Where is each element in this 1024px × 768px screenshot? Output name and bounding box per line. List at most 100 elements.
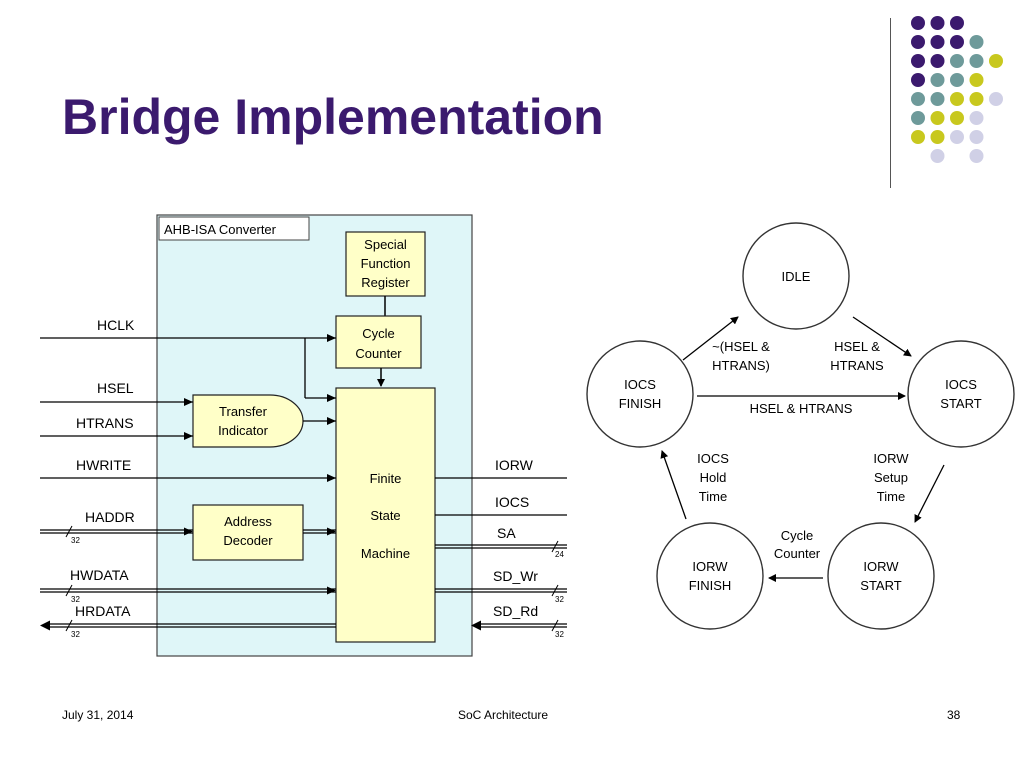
sfr-box [345, 231, 426, 297]
transfer-indicator-line-1: Transfer [219, 404, 268, 419]
fsm-line-1: Finite [370, 471, 402, 486]
footer-page-number: 38 [947, 708, 961, 722]
decor-dot [950, 35, 964, 49]
decor-dot [969, 73, 984, 87]
trans-cycle-line-2: Counter [774, 546, 821, 561]
signal-hwrite: HWRITE [76, 457, 131, 473]
signal-iocs: IOCS [495, 494, 529, 510]
signal-hrdata: HRDATA [75, 603, 131, 619]
trans-idle-start-line-1: HSEL & [834, 339, 880, 354]
width-sd-wr: 32 [555, 595, 564, 604]
title-divider [890, 18, 891, 188]
state-iorw-start-line-2: START [860, 578, 901, 593]
arrow-finish-to-idle [682, 316, 739, 361]
trans-idle-start-line-2: HTRANS [830, 358, 884, 373]
decor-dot [911, 92, 925, 106]
fsm-line-2: State [370, 508, 400, 523]
decor-dot [950, 73, 964, 87]
width-sd-rd: 32 [555, 630, 564, 639]
transfer-indicator-gate [192, 394, 304, 448]
block-diagram: AHB-ISA Converter Special Function Regis… [40, 214, 567, 657]
state-iorw-start [827, 522, 935, 630]
decor-dot [989, 92, 1003, 106]
decor-dot [969, 35, 984, 49]
signal-hwdata: HWDATA [70, 567, 129, 583]
trans-setup-line-1: IORW [873, 451, 909, 466]
cycle-counter-box [335, 315, 422, 369]
decor-dot [911, 16, 925, 30]
cycle-counter-line-2: Counter [355, 346, 402, 361]
fsm-line-3: Machine [361, 546, 410, 561]
state-iocs-start-line-2: START [940, 396, 981, 411]
decor-dot [930, 54, 945, 68]
decor-dot [930, 35, 945, 49]
fsm-box [335, 387, 436, 643]
signal-hsel: HSEL [97, 380, 134, 396]
trans-hold-line-2: Hold [700, 470, 727, 485]
state-iocs-finish-line-1: IOCS [624, 377, 656, 392]
decor-dot [930, 130, 945, 144]
decor-dot [950, 16, 964, 30]
state-idle [742, 222, 850, 330]
slide-title: Bridge Implementation [62, 89, 604, 145]
transfer-indicator-line-2: Indicator [218, 423, 269, 438]
trans-setup-line-2: Setup [874, 470, 908, 485]
decor-dot [969, 92, 984, 106]
signal-haddr: HADDR [85, 509, 135, 525]
converter-label: AHB-ISA Converter [164, 222, 277, 237]
signal-iorw: IORW [495, 457, 534, 473]
decor-dot [930, 73, 945, 87]
decor-dot [911, 130, 925, 144]
signal-htrans: HTRANS [76, 415, 134, 431]
decor-dot [911, 35, 925, 49]
width-haddr: 32 [71, 536, 80, 545]
decor-dot [969, 111, 984, 125]
sfr-line-3: Register [361, 275, 410, 290]
decor-dot [930, 111, 945, 125]
state-iorw-finish-line-2: FINISH [689, 578, 732, 593]
state-iocs-finish-line-2: FINISH [619, 396, 662, 411]
state-iocs-start [907, 340, 1015, 448]
width-hrdata: 32 [71, 630, 80, 639]
decor-dot [950, 130, 964, 144]
trans-finish-idle-line-2: HTRANS) [712, 358, 770, 373]
footer-date: July 31, 2014 [62, 708, 134, 722]
decor-dot [911, 54, 925, 68]
signal-hclk: HCLK [97, 317, 135, 333]
state-iorw-finish-line-1: IORW [692, 559, 728, 574]
state-iorw-finish [656, 522, 764, 630]
state-idle-label: IDLE [782, 269, 811, 284]
arrow-finish-to-iocs [660, 450, 687, 520]
decor-dot [911, 111, 925, 125]
trans-finish-start: HSEL & HTRANS [750, 401, 853, 416]
state-iocs-start-line-1: IOCS [945, 377, 977, 392]
footer-title: SoC Architecture [458, 708, 549, 722]
decor-dot [969, 54, 984, 68]
trans-setup-line-3: Time [877, 489, 905, 504]
state-iocs-finish [586, 340, 694, 448]
converter-label-box [158, 216, 310, 241]
decor-dot-grid [911, 16, 1003, 163]
decor-dot [969, 149, 984, 163]
cycle-counter-line-1: Cycle [362, 326, 395, 341]
state-iorw-start-line-1: IORW [863, 559, 899, 574]
trans-hold-line-1: IOCS [697, 451, 729, 466]
decor-dot [911, 73, 925, 87]
width-sa: 24 [555, 550, 564, 559]
signal-sd-wr: SD_Wr [493, 568, 538, 584]
trans-cycle-line-1: Cycle [781, 528, 814, 543]
width-hwdata: 32 [71, 595, 80, 604]
sfr-line-2: Function [361, 256, 411, 271]
decor-dot [950, 54, 964, 68]
decor-dot [930, 16, 945, 30]
address-decoder-line-1: Address [224, 514, 272, 529]
trans-finish-idle-line-1: ~(HSEL & [712, 339, 770, 354]
decor-dot [969, 130, 984, 144]
decor-dot [930, 92, 945, 106]
state-machine: IDLE IOCS START IORW START IORW FINISH I… [586, 222, 1015, 630]
decor-dot [930, 149, 945, 163]
signal-sa: SA [497, 525, 516, 541]
sfr-line-1: Special [364, 237, 407, 252]
decor-dot [989, 54, 1003, 68]
arrow-idle-to-start [852, 316, 912, 357]
